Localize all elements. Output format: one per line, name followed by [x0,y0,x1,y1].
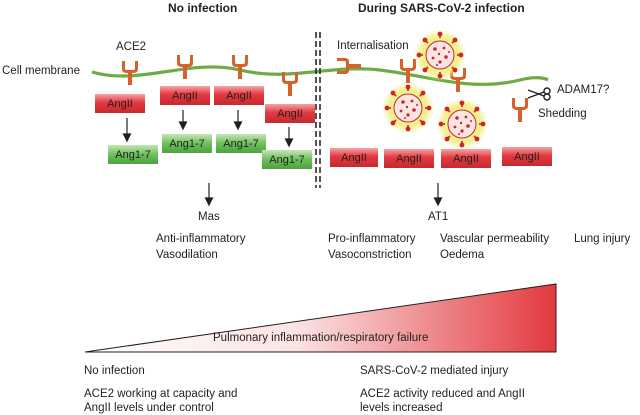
divider-line [315,32,321,188]
ace2-receptor [232,55,248,79]
sars-cov-2-virus-icon [435,97,489,151]
mas-label: Mas [198,211,220,223]
angii-box [441,149,491,168]
footer-left-line1: ACE2 working at capacity and [84,388,238,400]
shed-receptor [512,98,528,122]
at1-label: AT1 [428,211,449,223]
title-no-infection: No infection [168,1,238,15]
ang17-box [216,134,266,153]
angii-box [384,149,434,168]
ace2-receptor [400,59,416,83]
angii-box [502,147,552,166]
effect-anti-inflammatory: Anti-inflammatory [156,233,246,245]
inflammation-gradient-bar [84,283,557,353]
angii-box [160,86,210,105]
internalised-receptor [337,58,361,74]
effect-vasodilation: Vasodilation [156,249,218,261]
angii-label: AngII [514,151,540,163]
adam17-label: ADAM17? [557,84,610,96]
effect-vascular-permeability: Vascular permeability [440,233,550,245]
gradient-bar-label: Pulmonary inflammation/respiratory failu… [213,332,429,344]
footer-right-line1: ACE2 activity reduced and AngII [360,388,525,400]
ang17-box [262,150,312,169]
ace2-label: ACE2 [116,41,147,53]
ang17-label: Ang1-7 [169,138,204,150]
footer-right-line2: levels increased [360,402,443,414]
ace2-receptor [122,61,138,85]
ace2-receptor [282,72,298,96]
footer-left-line2: AngII levels under control [84,402,214,414]
title-during-infection: During SARS-CoV-2 infection [358,1,525,15]
arrow-down-icon [204,183,214,207]
angii-label: AngII [453,153,479,165]
arrow-down-icon [433,183,443,207]
angii-label: AngII [107,98,133,110]
effect-vasoconstriction: Vasoconstriction [328,249,412,261]
angii-box [95,94,145,113]
ang17-label: Ang1-7 [269,154,304,166]
ang17-box [108,145,158,164]
angii-label: AngII [226,90,252,102]
effect-oedema: Oedema [440,249,485,261]
angii-label: AngII [172,90,198,102]
ang17-label: Ang1-7 [223,138,258,150]
ang17-label: Ang1-7 [115,149,150,161]
internalisation-label: Internalisation [337,40,409,52]
ang17-box [162,134,212,153]
footer-left-title: No infection [84,365,145,377]
angii-box [214,86,264,105]
effect-lung-injury: Lung injury [574,233,631,245]
sars-cov-2-virus-icon [381,81,435,135]
angii-box [330,148,378,167]
sars-cov-2-virus-icon [413,28,467,82]
angii-label: AngII [396,153,422,165]
arrow-down-icon [122,110,294,148]
shedding-label: Shedding [538,108,587,120]
footer-right-title: SARS-CoV-2 mediated injury [360,365,509,377]
angii-label: AngII [277,108,303,120]
angii-label: AngII [341,152,367,164]
cell-membrane-label: Cell membrane [2,65,80,77]
angii-box [265,104,315,123]
effect-pro-inflammatory: Pro-inflammatory [328,233,416,245]
scissors-icon [527,87,551,101]
